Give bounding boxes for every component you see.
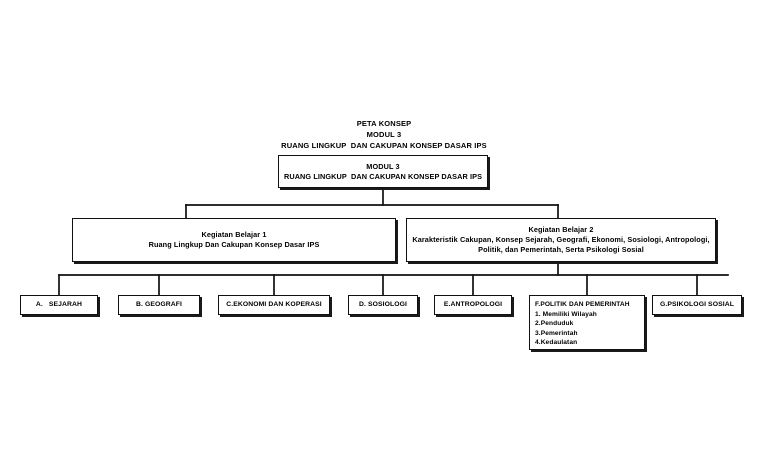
node-kb2-line-1: Kegiatan Belajar 2 xyxy=(528,225,594,234)
node-leaf-ekonomi-label: C.EKONOMI DAN KOPERASI xyxy=(226,301,322,309)
node-leaf-antropologi-label: E.ANTROPOLOGI xyxy=(443,301,503,309)
node-kegiatan-belajar-2[interactable]: Kegiatan Belajar 2 Karakteristik Cakupan… xyxy=(406,218,716,262)
node-kb2-line-2: Karakteristik Cakupan, Konsep Sejarah, G… xyxy=(412,235,710,244)
node-leaf-sejarah-label: A. SEJARAH xyxy=(35,301,83,309)
node-leaf-politik-item-1: 1. Memiliki Wilayah xyxy=(535,310,597,318)
title-line-1: PETA KONSEP xyxy=(356,119,412,128)
node-leaf-psikologi-label: G.PSIKOLOGI SOSIAL xyxy=(660,301,734,309)
node-root[interactable]: MODUL 3 RUANG LINGKUP DAN CAKUPAN KONSEP… xyxy=(278,155,488,188)
node-kb2-line-3: Politik, dan Pemerintah, Serta Psikologi… xyxy=(478,245,644,254)
node-kb1-line-1: Kegiatan Belajar 1 xyxy=(201,230,267,239)
title-line-3: RUANG LINGKUP DAN CAKUPAN KONSEP DASAR I… xyxy=(281,141,487,150)
node-leaf-antropologi[interactable]: E.ANTROPOLOGI xyxy=(434,295,512,315)
node-leaf-geografi[interactable]: B. GEOGRAFI xyxy=(118,295,200,315)
node-root-line-2: RUANG LINGKUP DAN CAKUPAN KONSEP DASAR I… xyxy=(283,171,483,181)
node-leaf-psikologi[interactable]: G.PSIKOLOGI SOSIAL xyxy=(652,295,742,315)
node-leaf-politik-label: F.POLITIK DAN PEMERINTAH xyxy=(535,301,630,308)
node-leaf-ekonomi[interactable]: C.EKONOMI DAN KOPERASI xyxy=(218,295,330,315)
node-kegiatan-belajar-1[interactable]: Kegiatan Belajar 1 Ruang Lingkup Dan Cak… xyxy=(72,218,396,262)
node-leaf-sejarah[interactable]: A. SEJARAH xyxy=(20,295,98,315)
node-leaf-sosiologi-label: D. SOSIOLOGI xyxy=(358,301,408,309)
title-line-2: MODUL 3 xyxy=(366,130,402,139)
node-leaf-sosiologi[interactable]: D. SOSIOLOGI xyxy=(348,295,418,315)
node-leaf-politik-item-3: 3.Pemerintah xyxy=(535,329,578,337)
node-leaf-politik-item-4: 4.Kedaulatan xyxy=(535,339,578,347)
node-leaf-geografi-label: B. GEOGRAFI xyxy=(135,301,183,309)
node-leaf-politik-item-2: 2.Penduduk xyxy=(535,320,574,328)
node-kb1-line-2: Ruang Lingkup Dan Cakupan Konsep Dasar I… xyxy=(148,240,320,249)
node-root-line-1: MODUL 3 xyxy=(366,161,400,171)
node-leaf-politik[interactable]: F.POLITIK DAN PEMERINTAH 1. Memiliki Wil… xyxy=(529,295,645,350)
page-title: PETA KONSEP MODUL 3 RUANG LINGKUP DAN CA… xyxy=(0,118,768,151)
